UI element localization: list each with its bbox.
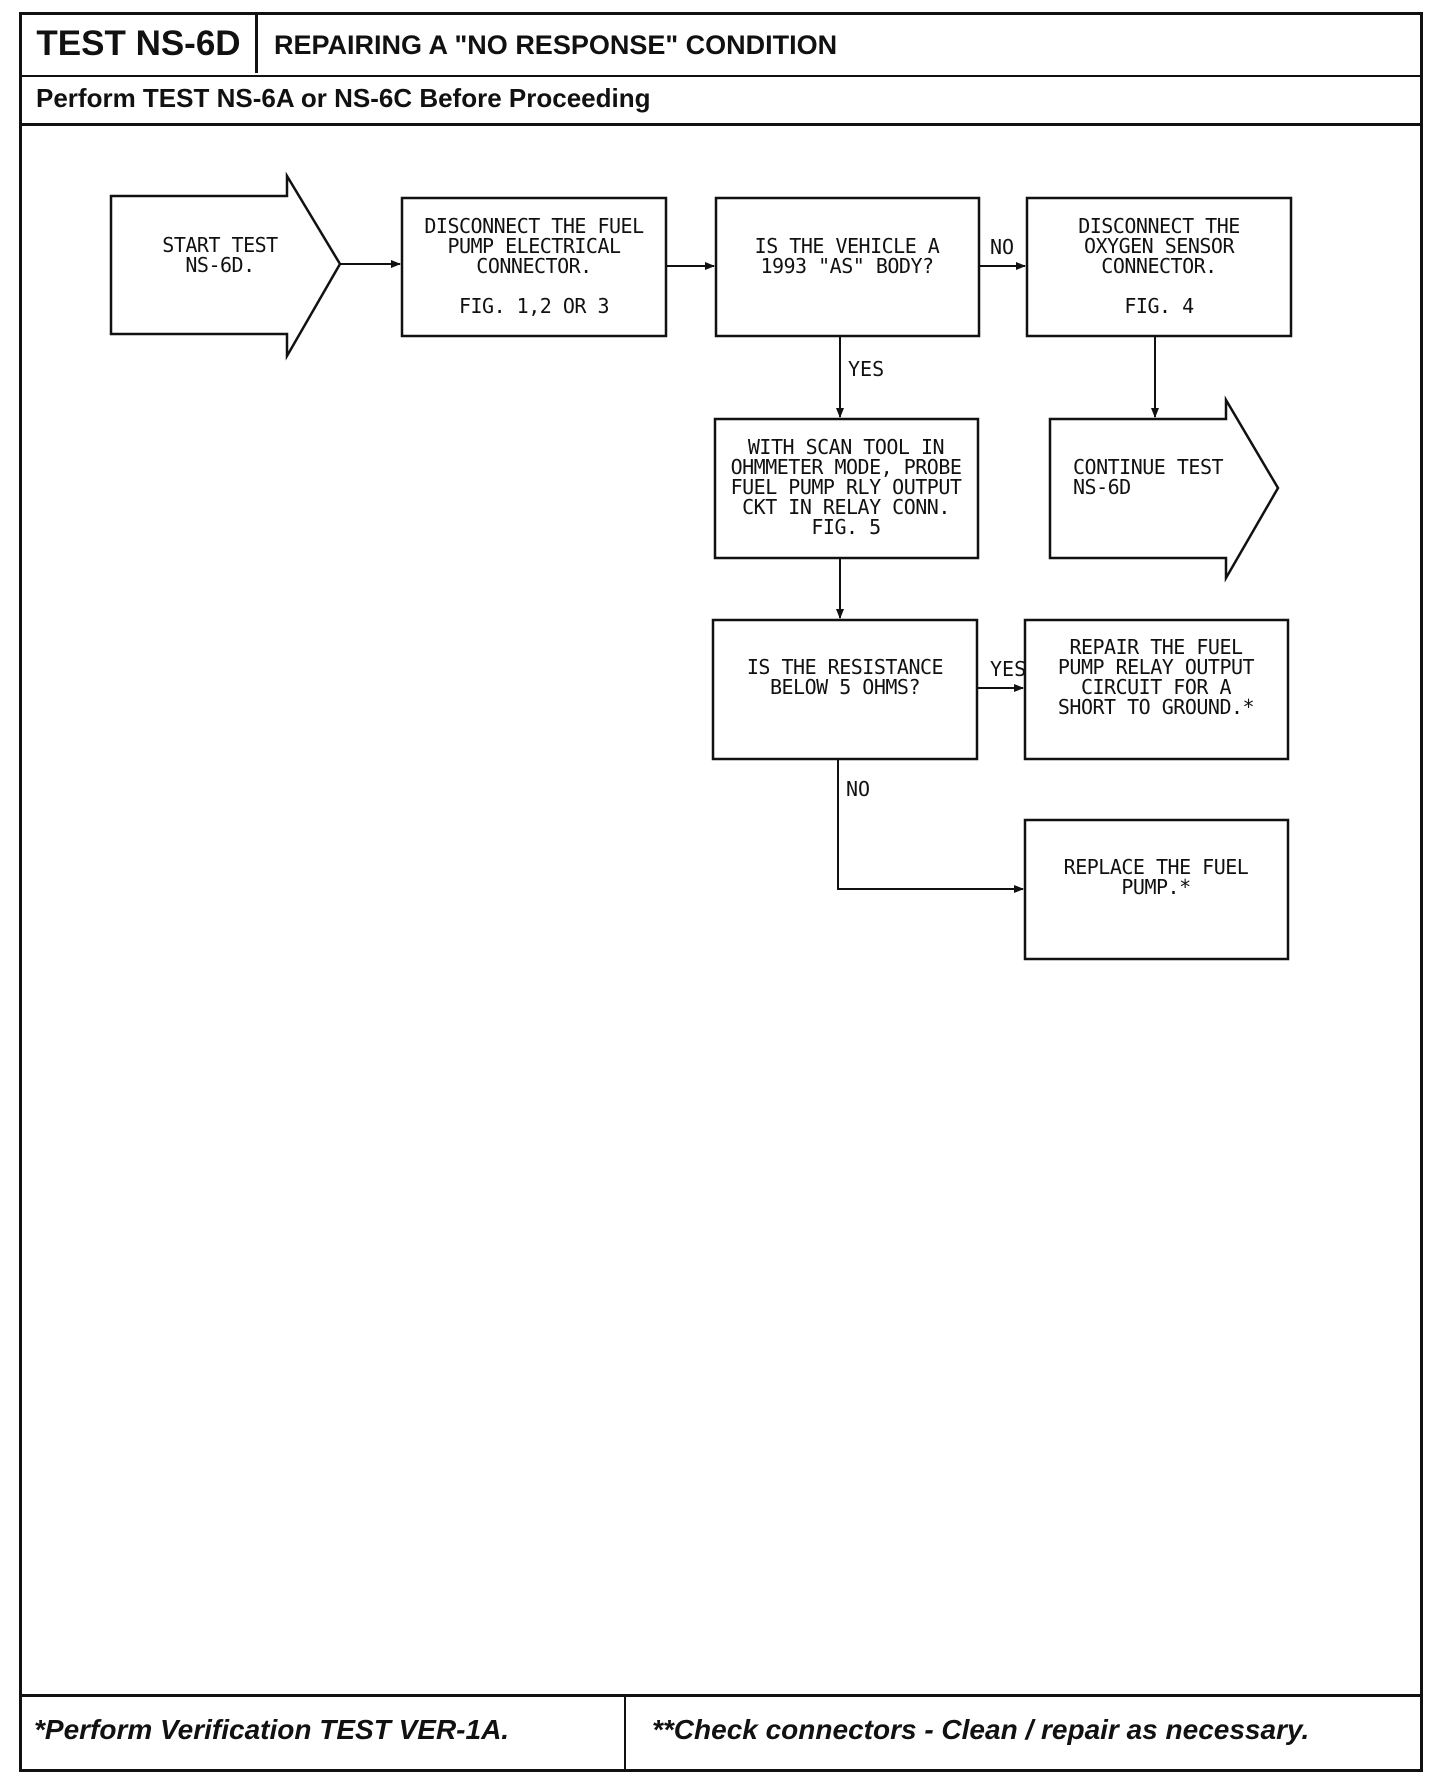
node-text-line: SHORT TO GROUND.* xyxy=(1058,695,1254,719)
node-text-line: CONTINUE TEST xyxy=(1073,455,1223,479)
footer-bar: *Perform Verification TEST VER-1A. **Che… xyxy=(22,1694,1420,1769)
node-text-line: FIG. 1,2 OR 3 xyxy=(459,294,609,318)
node-text-line: PUMP ELECTRICAL xyxy=(447,234,621,258)
prerequisite-text: Perform TEST NS-6A or NS-6C Before Proce… xyxy=(36,83,651,113)
node-text-line: START TEST xyxy=(162,233,278,257)
node-text-line: BELOW 5 OHMS? xyxy=(770,675,920,699)
node-text-line: CONNECTOR. xyxy=(1101,254,1216,278)
node-text-line: IS THE VEHICLE A xyxy=(755,234,940,258)
repair-relay-circuit-box xyxy=(1023,618,1290,761)
continue-arrow-shape xyxy=(1048,395,1280,583)
node-text-line: NS-6D xyxy=(1073,475,1131,499)
node-text-line: NS-6D. xyxy=(185,253,254,277)
label-resistance-no: NO xyxy=(846,777,870,801)
node-text-line: FIG. 5 xyxy=(811,515,880,539)
header-bar: TEST NS-6D REPAIRING A "NO RESPONSE" CON… xyxy=(22,15,1420,77)
footer-note-verification: *Perform Verification TEST VER-1A. xyxy=(22,1697,626,1769)
node-text-line: REPAIR THE FUEL xyxy=(1069,635,1243,659)
edge-resistance-no xyxy=(837,759,1024,893)
is-resistance-below-box xyxy=(711,618,979,761)
prerequisite-bar: Perform TEST NS-6A or NS-6C Before Proce… xyxy=(22,75,1420,126)
node-text-line: CONNECTOR. xyxy=(476,254,591,278)
disconnect-oxygen-box xyxy=(1025,196,1293,338)
label-resistance-yes: YES xyxy=(990,657,1026,681)
test-id: TEST NS-6D xyxy=(22,15,258,73)
node-text-line: DISCONNECT THE FUEL xyxy=(424,214,644,238)
node-text-line: IS THE RESISTANCE xyxy=(747,655,943,679)
start-arrow-shape xyxy=(109,171,342,361)
node-text-line: CIRCUIT FOR A xyxy=(1081,675,1231,699)
disconnect-fuel-pump-box xyxy=(400,196,668,338)
node-text-line: PUMP.* xyxy=(1121,875,1190,899)
node-text-line: FIG. 4 xyxy=(1124,294,1194,318)
test-title: REPAIRING A "NO RESPONSE" CONDITION xyxy=(274,30,838,60)
node-text-line: DISCONNECT THE xyxy=(1078,214,1240,238)
scan-tool-probe-box xyxy=(713,417,980,560)
node-text-line: OXYGEN SENSOR xyxy=(1084,234,1235,258)
replace-fuel-pump-box xyxy=(1023,818,1290,961)
node-text-line: CKT IN RELAY CONN. xyxy=(742,495,950,519)
node-text-line: PUMP RELAY OUTPUT xyxy=(1058,655,1255,679)
node-text-line: REPLACE THE FUEL xyxy=(1064,855,1249,879)
procedure-page: TEST NS-6D REPAIRING A "NO RESPONSE" CON… xyxy=(19,12,1423,1772)
node-text-line: 1993 "AS" BODY? xyxy=(760,254,933,278)
is-vehicle-as-body-box xyxy=(714,196,981,338)
node-text-line: OHMMETER MODE, PROBE xyxy=(731,455,962,479)
label-vehicle-no: NO xyxy=(990,235,1014,259)
node-text-line: WITH SCAN TOOL IN xyxy=(748,435,944,459)
node-text-line: FUEL PUMP RLY OUTPUT xyxy=(731,475,962,499)
label-vehicle-yes: YES xyxy=(848,357,884,381)
footer-note-connectors: **Check connectors - Clean / repair as n… xyxy=(652,1714,1310,1745)
